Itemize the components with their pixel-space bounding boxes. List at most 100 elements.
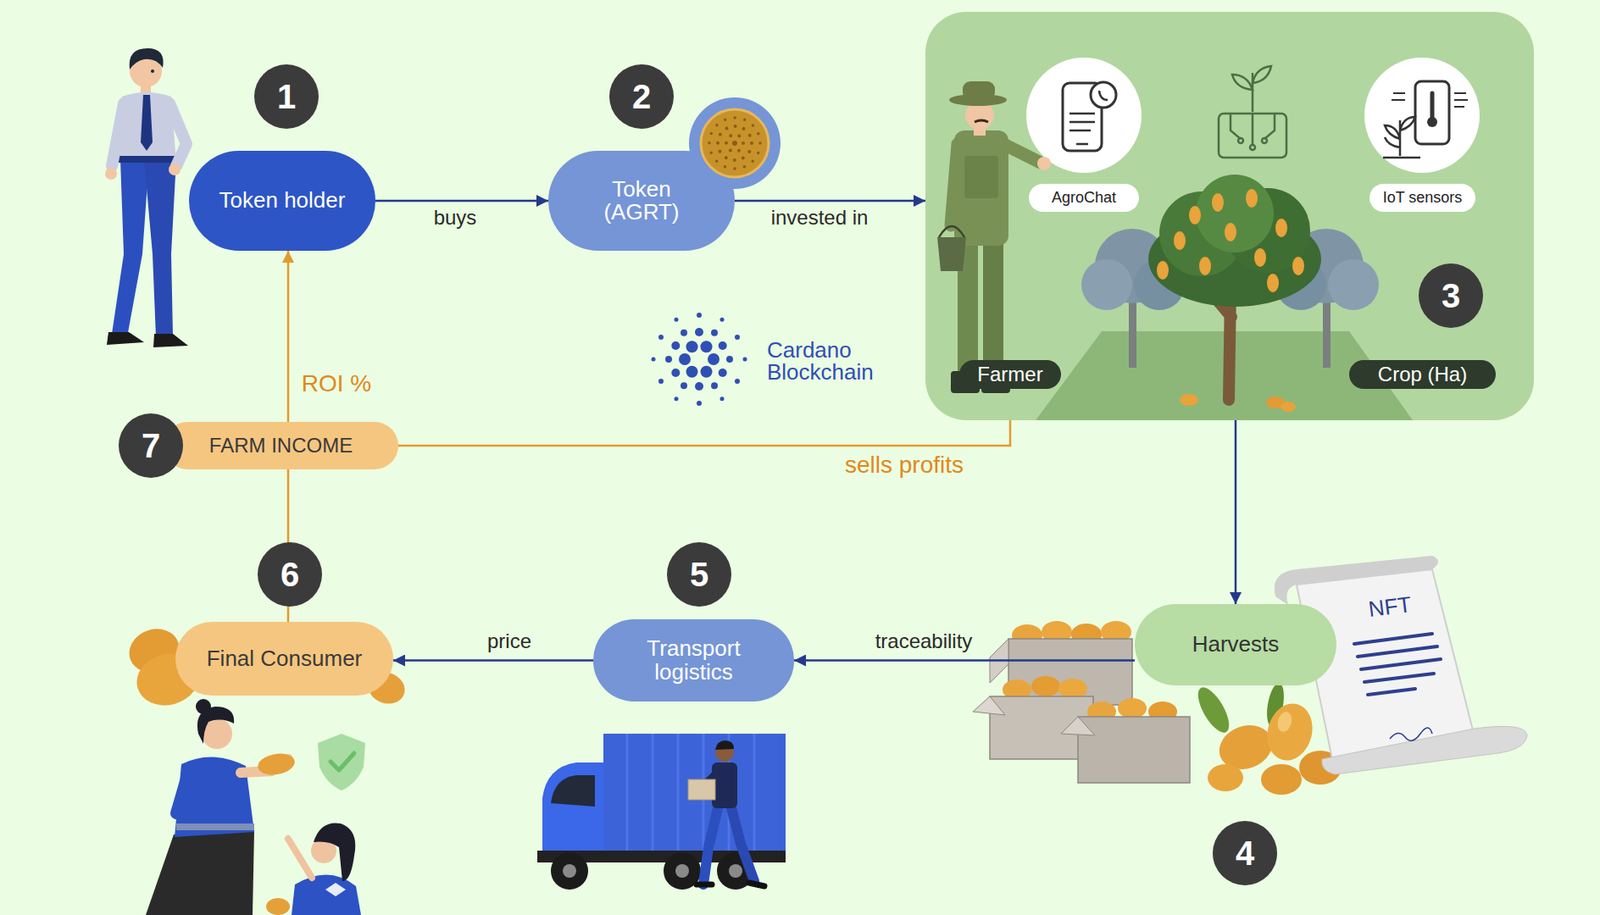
consumer-figures	[176, 772, 189, 814]
edge-label: ROI %	[298, 370, 375, 398]
delivery-truck	[728, 864, 743, 878]
consumer-figures	[313, 822, 356, 882]
edge-label: buys	[430, 205, 481, 230]
node-text: Harvests	[1192, 633, 1280, 656]
iot-sensor-icon	[1383, 156, 1421, 160]
farmer-figure	[1037, 156, 1051, 171]
callout-number: 5	[666, 542, 732, 607]
delivery-truck	[550, 775, 595, 807]
cardano-logo	[734, 378, 740, 384]
cardano-logo	[674, 396, 679, 401]
harvest-crates	[1061, 716, 1095, 736]
cardano-logo	[711, 329, 718, 337]
harvest-crates	[972, 696, 1006, 716]
tag-pill: IoT sensors	[1369, 183, 1476, 212]
harvest-crates	[1117, 698, 1147, 719]
side-tree	[1081, 259, 1133, 311]
consumer-figures	[266, 898, 290, 915]
edge-label: traceability	[872, 629, 977, 654]
mango-tree	[1173, 231, 1186, 250]
delivery-worker	[688, 740, 765, 887]
delivery-worker	[703, 805, 719, 885]
delivery-truck	[603, 733, 786, 857]
cardano-logo	[720, 396, 725, 401]
cardano-logo	[726, 355, 734, 363]
consumer-figures	[325, 883, 346, 897]
cardano-logo	[680, 329, 688, 337]
iot-sensor-icon	[1384, 116, 1416, 156]
harvest-crates	[1031, 676, 1061, 697]
income-pill: FARM INCOME	[163, 422, 399, 470]
farmer-figure	[974, 120, 989, 123]
consumer-figures	[195, 699, 212, 715]
consumer-figures	[288, 838, 312, 878]
agrochat-icon	[1069, 113, 1095, 145]
token-holder-figure	[105, 167, 117, 180]
node-text: Final Consumer	[206, 647, 363, 671]
delivery-worker	[715, 740, 734, 750]
edge-label: invested in	[767, 205, 873, 230]
sprout-chip-icon	[1218, 113, 1287, 158]
token-pill: Token (AGRT)	[548, 150, 735, 251]
sprout-chip-icon	[1250, 144, 1256, 150]
tag-pill: Crop (Ha)	[1349, 360, 1496, 389]
connector	[398, 388, 1011, 446]
sprout-chip-icon	[1252, 66, 1272, 84]
token-holder-figure	[111, 159, 150, 338]
cardano-logo	[711, 382, 718, 389]
sprout-chip-icon	[1238, 138, 1244, 144]
cardano-logo	[718, 341, 728, 350]
cardano-logo	[686, 340, 699, 353]
delivery-worker	[730, 805, 755, 882]
cardano-logo	[671, 341, 680, 350]
cardano-logo	[665, 355, 673, 363]
farmer-figure	[1003, 144, 1041, 163]
nft-label: NFT	[1366, 593, 1412, 621]
trust-shield	[317, 733, 366, 791]
edge-label: sells profits	[841, 451, 967, 479]
delivery-worker	[688, 779, 716, 800]
callout-number: 2	[609, 64, 674, 129]
harvest-mangoes	[1275, 710, 1295, 734]
harvest-mangoes	[1192, 683, 1236, 738]
agrt-coin	[688, 97, 781, 189]
agrt-coin	[717, 126, 752, 161]
iot-sensor-icon	[1364, 57, 1480, 173]
iot-sensor-icon	[1364, 57, 1480, 173]
cardano-logo	[651, 357, 656, 362]
consumer-mangoes	[122, 622, 410, 712]
consumer-figures	[176, 823, 255, 831]
token-holder-figure	[144, 159, 177, 338]
token-holder-figure	[129, 48, 164, 70]
callout-number: 3	[1418, 263, 1484, 328]
delivery-truck	[562, 864, 577, 878]
agrt-coin	[688, 97, 781, 189]
token-holder-figure	[168, 163, 181, 176]
nft-scroll	[1354, 633, 1441, 695]
farmer-figure	[937, 237, 967, 272]
connector	[794, 659, 1135, 662]
node-text: Transport logistics	[638, 637, 750, 684]
process-pill: Transport logistics	[593, 619, 795, 702]
token-holder-figure	[140, 94, 153, 151]
sprout-chip-icon	[1230, 113, 1275, 146]
mango-tree	[1211, 193, 1224, 212]
mango-tree	[1199, 256, 1212, 276]
node-text: Token (AGRT)	[594, 177, 689, 225]
iot-sensor-icon	[1430, 93, 1435, 119]
cardano-logo	[743, 357, 748, 362]
agrt-coin	[732, 140, 738, 146]
delivery-worker	[696, 883, 765, 887]
cardano-logo	[707, 353, 720, 366]
brand-text: Cardano Blockchain	[766, 338, 895, 384]
nft-scroll	[1389, 727, 1433, 741]
sprout-chip-icon	[1261, 138, 1267, 144]
sprout-chip-icon	[1232, 74, 1253, 90]
mango-tree	[1179, 394, 1199, 406]
mango-tree	[1156, 188, 1305, 293]
mango-tree	[1266, 273, 1279, 293]
agrochat-icon	[1090, 82, 1117, 108]
cardano-logo	[734, 334, 740, 340]
